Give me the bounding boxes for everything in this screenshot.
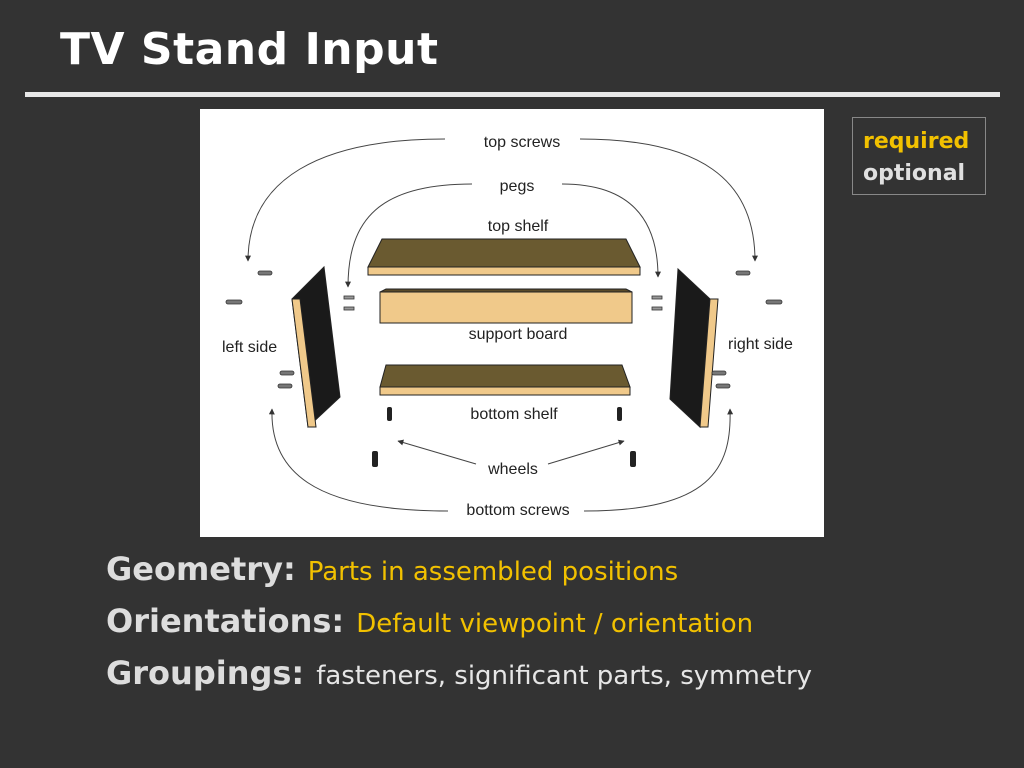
title-divider	[25, 92, 1000, 97]
label-right-side: right side	[728, 336, 793, 353]
bullet-value: Parts in assembled positions	[307, 557, 679, 587]
bullet-geometry: Geometry: Parts in assembled positions	[106, 550, 812, 602]
bottom-screws-arrow-left	[268, 408, 449, 512]
label-left-side: left side	[222, 339, 277, 356]
slide-title: TV Stand Input	[60, 24, 439, 75]
label-bottom-shelf: bottom shelf	[470, 406, 558, 423]
bottom-screws-left	[277, 370, 295, 389]
bottom-screws-right	[711, 370, 731, 389]
wheels-part	[372, 407, 636, 467]
pegs-arrow-left	[345, 183, 473, 288]
pegs-left	[343, 295, 355, 311]
label-support-board: support board	[469, 326, 568, 343]
pegs-right	[651, 295, 663, 311]
top-screws-arrow-right	[579, 138, 758, 262]
bullet-label: Geometry:	[106, 550, 296, 588]
top-screws-arrow-left	[245, 138, 446, 262]
top-shelf-part	[367, 238, 641, 276]
label-top-shelf: top shelf	[488, 218, 549, 235]
bullet-label: Groupings:	[106, 654, 305, 692]
label-bottom-screws: bottom screws	[466, 502, 569, 519]
wheels-arrow-right	[547, 439, 625, 465]
bullet-value: fasteners, significant parts, symmetry	[316, 661, 813, 691]
bottom-shelf-part	[379, 364, 631, 396]
tv-stand-diagram: top screws pegs top shelf support board …	[200, 109, 824, 537]
bullet-list: Geometry: Parts in assembled positions Or…	[106, 550, 812, 706]
label-top-screws: top screws	[484, 134, 560, 151]
bullet-label: Orientations:	[106, 602, 345, 640]
pegs-arrow-right	[561, 183, 661, 278]
support-board-part	[379, 288, 633, 324]
right-side-panel	[669, 267, 719, 429]
legend-required: required	[863, 129, 970, 154]
wheels-arrow-left	[397, 439, 477, 465]
top-screws-right	[735, 270, 783, 305]
left-side-panel	[291, 265, 341, 429]
label-wheels: wheels	[487, 461, 538, 478]
bullet-value: Default viewpoint / orientation	[356, 609, 754, 639]
bottom-screws-arrow-right	[583, 408, 734, 512]
bullet-groupings: Groupings: fasteners, significant parts, …	[106, 654, 812, 706]
legend-optional: optional	[863, 161, 966, 186]
top-screws-left	[225, 270, 273, 305]
label-pegs: pegs	[500, 178, 535, 195]
legend-box: required optional	[852, 117, 986, 195]
bullet-orientations: Orientations: Default viewpoint / orienta…	[106, 602, 812, 654]
